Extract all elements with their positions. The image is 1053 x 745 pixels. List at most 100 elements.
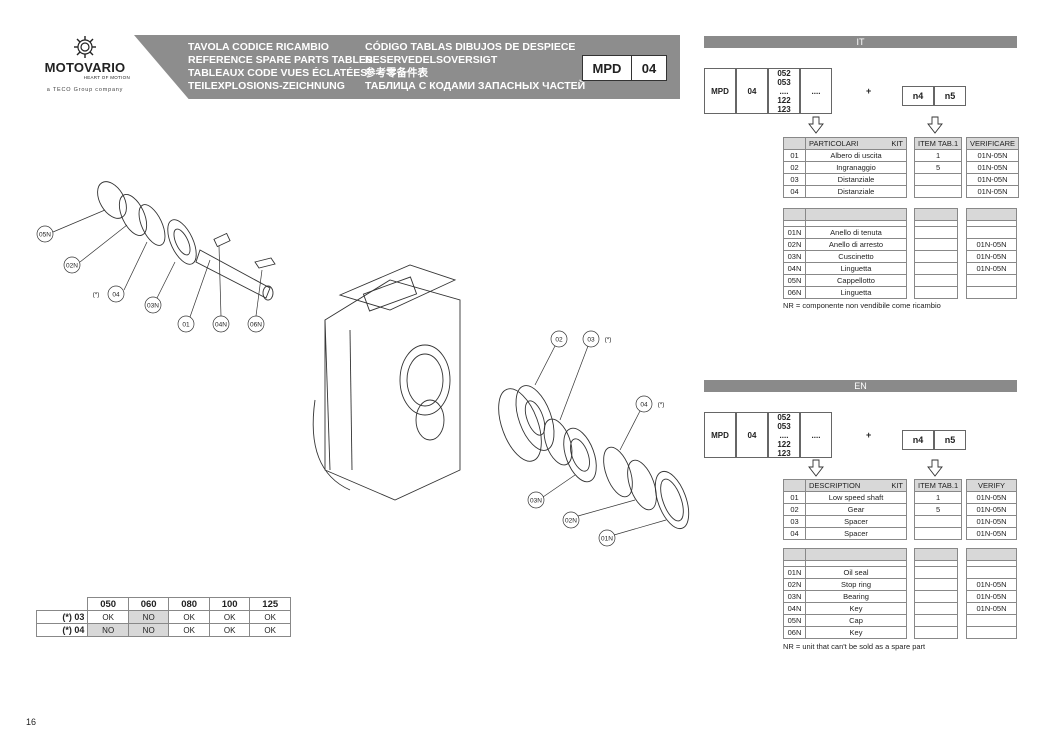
callout-label: 03N [530,498,542,505]
part-desc: Linguetta [805,286,907,299]
part-desc: Cappellotto [805,274,907,287]
table-row: (*) 04 NO NO OK OK OK [35,623,291,637]
size-header: 125 [249,597,291,611]
part-code: 05N [783,614,806,627]
housing-bore [399,344,451,416]
size-value: 123 [777,104,791,114]
compat-cell: NO [87,623,129,637]
size-compatibility-table: 050 060 080 100 125 (*) 03 OK NO OK OK O… [35,597,291,637]
size-value: 053 [777,77,791,87]
ring-part [118,194,148,236]
part-desc: Albero di uscita [805,149,907,162]
part-desc: Distanziale [805,185,907,198]
header-titles-col1: TAVOLA CODICE RICAMBIO REFERENCE SPARE P… [188,41,373,93]
part-code: 04 [783,185,806,198]
item-table-en: ITEM TAB.1 1 5 [913,479,963,540]
size-value: 123 [777,448,791,458]
n-verify-table-it: 01N-05N 01N-05N 01N-05N [966,208,1017,299]
item-value [913,515,963,528]
brand-name: MOTOVARIO [44,60,126,75]
callout-label: 02 [555,337,563,344]
plus-sign: + [866,86,872,96]
code-mpd: MPD [704,68,736,114]
verify-value [966,274,1017,287]
code-kit: .... [800,412,832,458]
arrow-down-icon [808,459,824,477]
part-code: 02 [783,161,806,174]
part-desc: Cap [805,614,907,627]
part-desc: Spacer [805,515,907,528]
item-value [913,185,963,198]
size-value: 053 [777,421,791,431]
section-title-it: IT [704,36,1017,48]
code-kit: .... [800,68,832,114]
verify-value: 01N-05N [966,250,1017,263]
callout-label: (*) [93,292,100,299]
header-title: REFERENCE SPARE PARTS TABLES [188,54,373,66]
callout-label: 06N [250,322,262,329]
header-kit: KIT [891,139,903,148]
callout-label: 05N [39,232,51,239]
verify-value: 01N-05N [966,602,1017,615]
item-value: 5 [913,503,963,516]
verify-value: 01N-05N [966,515,1017,528]
row-label: (*) 03 [35,610,89,624]
housing-part [324,279,461,501]
callout-label: 03N [147,303,159,310]
header-title: CÓDIGO TABLAS DIBUJOS DE DESPIECE [365,41,576,53]
part-code: 04 [783,527,806,540]
part-code: 01 [783,491,806,504]
part-desc: Key [805,602,907,615]
header-code-number: 04 [631,55,667,81]
part-code: 01N [783,226,806,239]
size-header: 100 [208,597,251,611]
code-sizes: 052 053 .... 122 123 [768,412,800,458]
footnote-it: NR = componente non vendibile come ricam… [783,301,941,310]
page-number: 16 [26,717,37,727]
n-verify-table-en: 01N-05N 01N-05N 01N-05N [966,548,1017,639]
header-code-mpd: MPD [582,55,632,81]
brand-logo: MOTOVARIO HEART OF MOTION a TECO Group c… [30,36,140,93]
exploded-view-diagram: 05N 02N (*) 04 03N 01 04N 06N 02 03 (*) … [36,181,690,547]
header-title: TEILEXPLOSIONS-ZEICHNUNG [188,80,345,92]
gear-logo-icon [74,36,96,58]
arrow-down-icon [927,116,943,134]
size-value: 122 [777,95,791,105]
item-table-it: ITEM TAB.1 1 5 [913,137,963,198]
compat-cell: OK [249,623,291,637]
gear-part [498,388,542,462]
part-desc: Gear [805,503,907,516]
header-verify: VERIFY [966,479,1017,492]
verify-table-it: VERIFICARE 01N-05N 01N-05N 01N-05N 01N-0… [965,137,1020,198]
part-code: 06N [783,286,806,299]
part-desc: Ingranaggio [805,161,907,174]
size-value: .... [779,430,789,440]
code-n5: n5 [934,86,966,106]
table-row: (*) 03 OK NO OK OK OK [35,610,291,624]
code-mpd: MPD [704,412,736,458]
callout-label: (*) [605,337,612,344]
bearing-part [167,219,197,265]
verify-value [966,286,1017,299]
header-titles-col2: CÓDIGO TABLAS DIBUJOS DE DESPIECE RESERV… [365,41,585,93]
item-value [913,527,963,540]
brand-group-line: a TECO Group company [46,87,124,93]
callout-label: 01 [182,322,190,329]
item-value: 5 [913,161,963,174]
footnote-en: NR = unit that can't be sold as a spare … [783,642,926,651]
verify-value: 01N-05N [966,503,1017,516]
